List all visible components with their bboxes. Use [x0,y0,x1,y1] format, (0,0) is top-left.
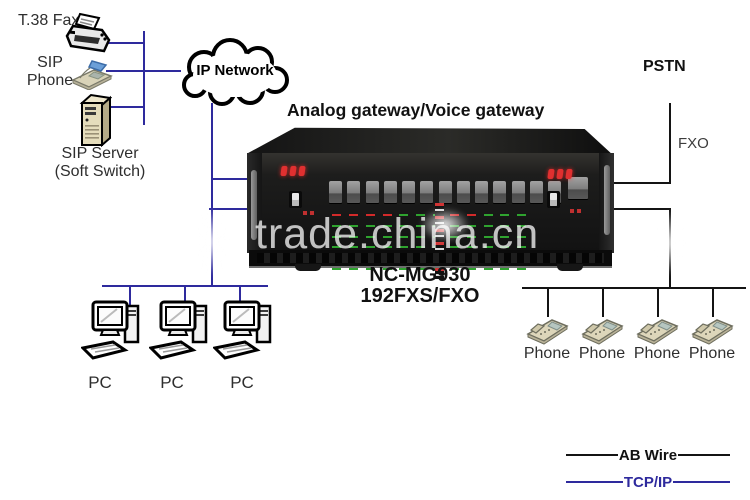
phone-drop-3 [657,287,659,317]
phone-icon-3 [633,313,681,347]
device-watermark: trade.china.cn [255,210,540,258]
phone-label-1: Phone [523,345,571,362]
phone-label-2: Phone [578,345,626,362]
cloud-label: IP Network [196,62,274,79]
pc-icon-3 [213,300,277,368]
phone-icon-2 [578,313,626,347]
device-foot-right [557,264,583,271]
pc-icon-2 [149,300,213,368]
red-indicator-left [303,211,315,215]
red-indicator-right [570,209,582,213]
link-server-to-bus [106,106,145,108]
pc-drop-1 [129,285,131,306]
sip-server-icon [76,93,112,147]
vent-slots [257,253,604,263]
device-model: NC-MG930 [369,264,471,286]
ab-wire-label: AB Wire [618,446,678,464]
pc-label-1: PC [88,373,112,392]
device-to-phones-line [601,208,671,210]
haze-spot-left [196,208,228,276]
pc-drop-2 [184,285,186,306]
left-bus-line [143,31,145,125]
sip-server-sublabel: (Soft Switch) [54,163,146,180]
power-switch-left [289,191,302,208]
diagram-title: Analog gateway/Voice gateway [287,100,545,120]
phone-label-3: Phone [633,345,681,362]
legend-tcp-ip: TCP/IP [566,473,730,491]
phone-bus-line [522,287,746,289]
ip-network-cloud: IP Network [174,38,296,108]
haze-spot-center [420,208,470,242]
gateway-device [247,126,614,279]
link-fax-to-bus [104,42,145,44]
pc-label-2: PC [160,373,184,392]
sip-phone-label: SIP Phone [26,54,74,89]
rack-handle-right [604,165,610,235]
ab-wire-line-sample-2 [678,454,730,456]
rack-handle-left [251,170,257,240]
legend-ab-wire: AB Wire [566,446,730,464]
sip-server-label: SIP Server [61,145,139,162]
ab-wire-line-sample [566,454,618,456]
sip-phone-icon [70,58,114,90]
tcp-ip-label: TCP/IP [623,473,673,491]
power-switch-right [547,191,560,208]
phone-drop-1 [547,287,549,317]
pstn-line [669,103,671,184]
fax-icon [64,11,112,55]
pstn-label: PSTN [643,58,686,75]
cloud-drop-line [211,103,213,287]
phone-label-4: Phone [688,345,736,362]
tcp-ip-line-sample-2 [673,481,730,483]
phone-drop-2 [602,287,604,317]
link-cloud-to-device-2 [209,208,255,210]
led-display-left [280,166,306,176]
uplink-connector [568,177,588,199]
connector-row [329,181,561,205]
device-front-panel [247,153,614,279]
tcp-ip-line-sample [566,481,623,483]
phone-icon-1 [523,313,571,347]
phone-icon-4 [688,313,736,347]
pc-label-3: PC [230,373,254,392]
pc-drop-3 [239,285,241,306]
device-foot-left [295,264,321,271]
device-capacity: 192FXS/FXO [360,285,480,307]
fax-label: T.38 Fax [18,12,80,29]
phone-drop-4 [712,287,714,317]
fxo-branch-line [602,182,671,184]
link-cloud-to-device-1 [211,178,255,180]
device-top-face [247,127,614,156]
haze-spot-right [654,210,686,276]
device-bottom [249,250,612,268]
cloud-icon [182,38,289,106]
led-display-right [547,169,573,179]
pc-icon-1 [81,300,145,368]
fxo-label: FXO [678,135,709,152]
